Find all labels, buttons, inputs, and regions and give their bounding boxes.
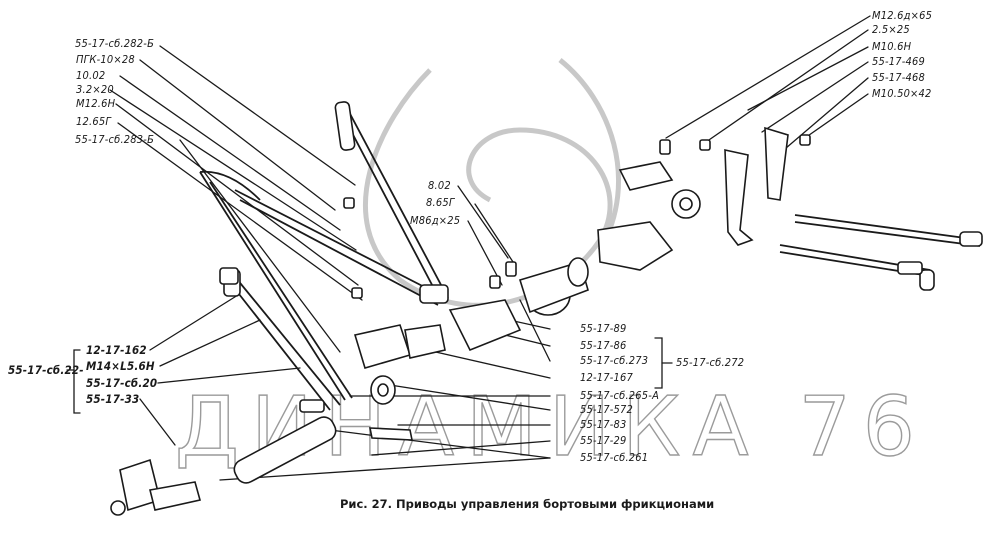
label-tr-b: 2.5×25: [872, 23, 910, 36]
label-tr-f: М10.50×42: [872, 87, 932, 100]
label-br-b: 55-17-86: [580, 339, 627, 352]
group-left-item-3: 55-17-сб.20: [86, 376, 158, 390]
label-mid-b: 8.65Г: [426, 196, 455, 209]
group-right-label: 55-17-сб.272: [676, 356, 745, 369]
label-left-e: М12.6Н: [76, 97, 116, 110]
label-br-g: 55-17-83: [580, 418, 627, 431]
label-left-b: ПГК-10×28: [76, 53, 135, 66]
label-br-c: 55-17-сб.273: [580, 354, 649, 367]
label-mid-a: 8.02: [428, 179, 451, 192]
label-left-d: 3.2×20: [76, 83, 114, 96]
leader-lines: [66, 15, 871, 481]
label-tr-e: 55-17-468: [872, 71, 926, 84]
label-br-e: 55-17-сб.265-А: [580, 389, 660, 402]
group-left-label: 55-17-сб.22-: [8, 363, 84, 377]
figure-caption: Рис. 27. Приводы управления бортовыми фр…: [340, 497, 715, 511]
label-left-a: 55-17-сб.282-Б: [75, 37, 155, 50]
label-left-g: 55-17-сб.283-Б: [75, 133, 155, 146]
label-tr-d: 55-17-469: [872, 55, 926, 68]
rods: [199, 109, 981, 411]
label-br-h: 55-17-29: [580, 434, 627, 447]
label-tr-c: М10.6Н: [872, 40, 912, 53]
label-left-c: 10.02: [76, 69, 106, 82]
group-left-item-4: 55-17-33: [86, 392, 140, 406]
label-br-a: 55-17-89: [580, 322, 627, 335]
label-br-d: 12-17-167: [580, 371, 634, 384]
label-br-i: 55-17-сб.261: [580, 451, 649, 464]
watermark-logo: [362, 58, 622, 308]
parts: [110, 101, 983, 516]
label-mid-c: М86д×25: [410, 214, 461, 227]
group-left-item-2: М14×L5.6Н: [86, 359, 155, 373]
group-left-item-1: 12-17-162: [86, 343, 147, 357]
label-left-f: 12.65Г: [76, 115, 112, 128]
label-br-f: 55-17-572: [580, 403, 634, 416]
label-tr-a: М12.6д×65: [872, 9, 933, 22]
